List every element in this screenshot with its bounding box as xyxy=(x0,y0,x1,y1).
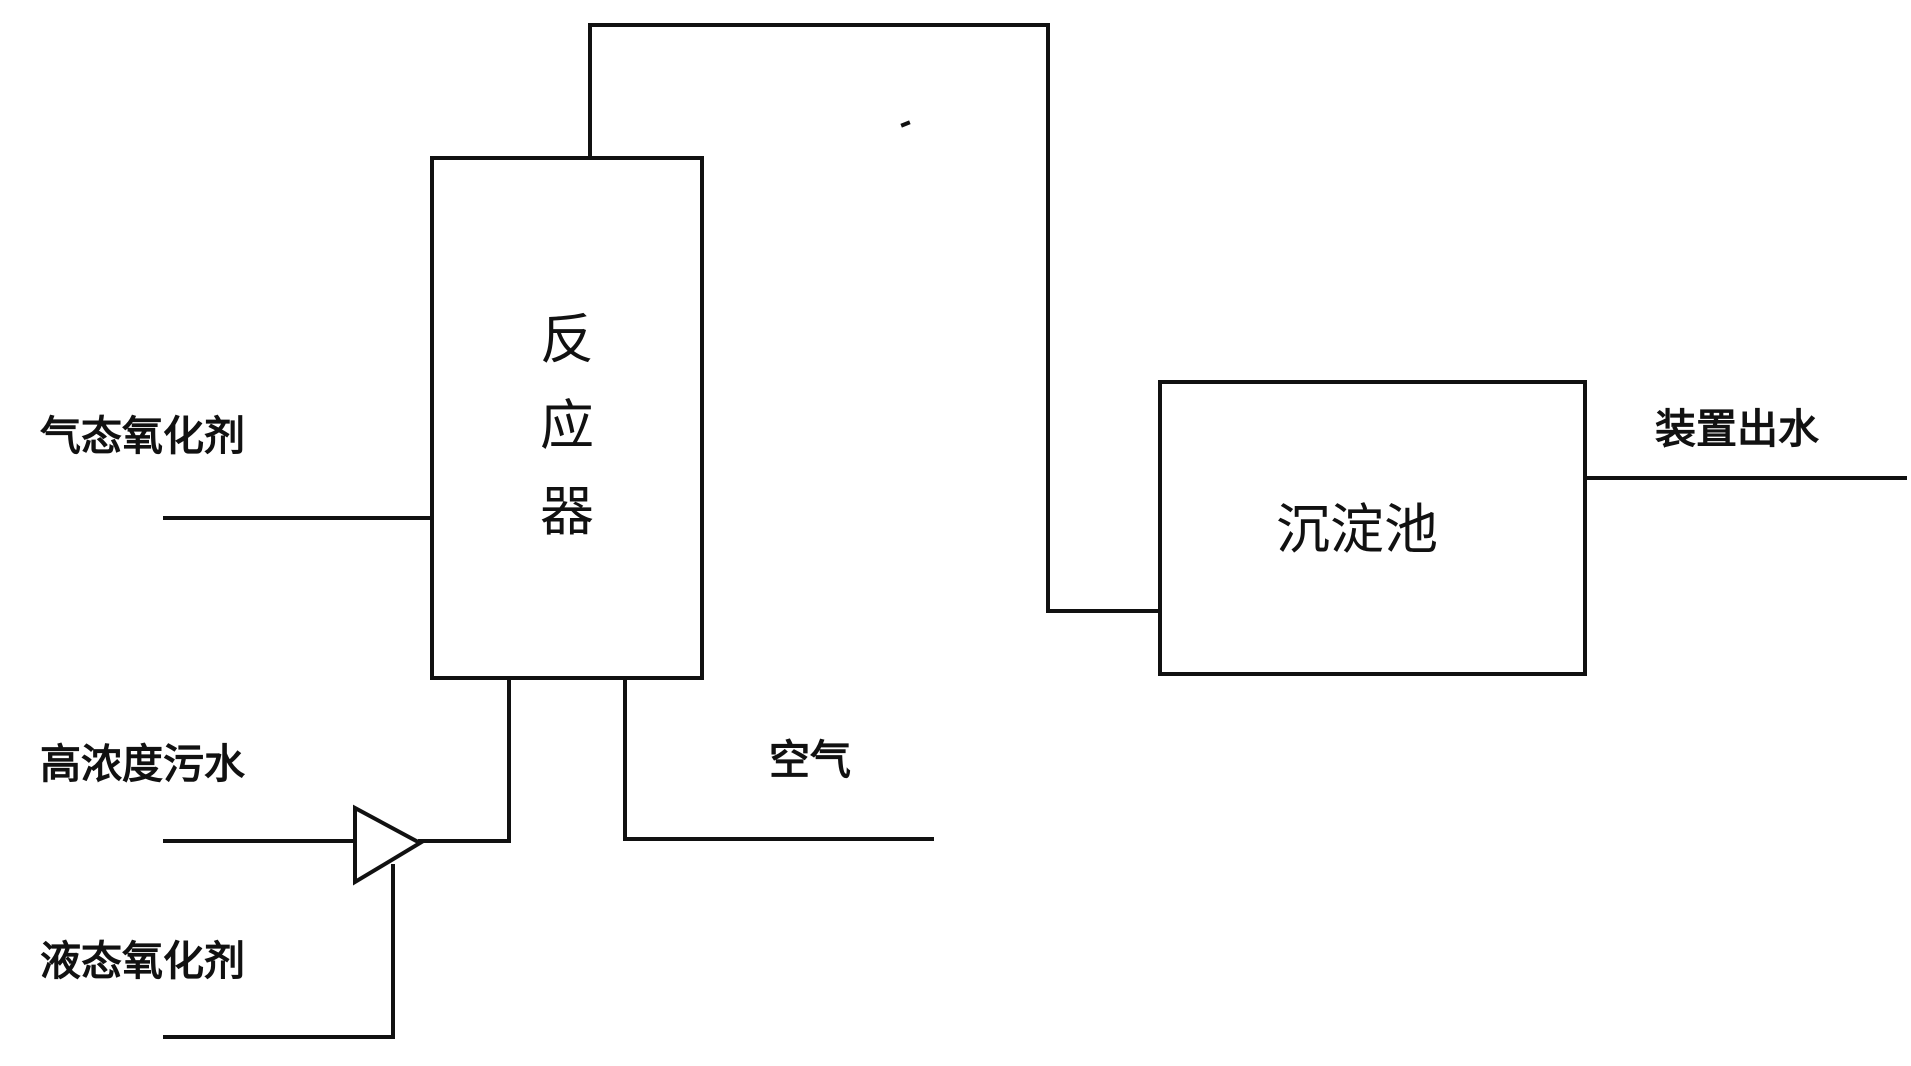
reactor-to-tank-pipe xyxy=(588,23,1162,613)
sedimentation-tank-box xyxy=(1158,380,1587,676)
wastewater-label: 高浓度污水 xyxy=(40,740,246,788)
effluent-label: 装置出水 xyxy=(1655,405,1820,453)
liquid-oxidant-line xyxy=(163,864,395,1039)
sedimentation-tank-label: 沉淀池 xyxy=(1276,498,1438,561)
liquid-oxidant-label: 液态氧化剂 xyxy=(40,937,245,985)
reactor-label-char-3: 器 xyxy=(540,480,594,543)
mixer-triangle-icon xyxy=(353,804,425,886)
stray-mark xyxy=(900,120,911,128)
mixer-to-reactor-line xyxy=(418,676,511,843)
air-line xyxy=(623,676,934,841)
gaseous-oxidant-label: 气态氧化剂 xyxy=(40,412,245,460)
reactor-label-char-2: 应 xyxy=(540,394,594,457)
reactor-box xyxy=(430,156,704,680)
reactor-label-char-1: 反 xyxy=(540,308,594,371)
air-label: 空气 xyxy=(769,736,851,784)
